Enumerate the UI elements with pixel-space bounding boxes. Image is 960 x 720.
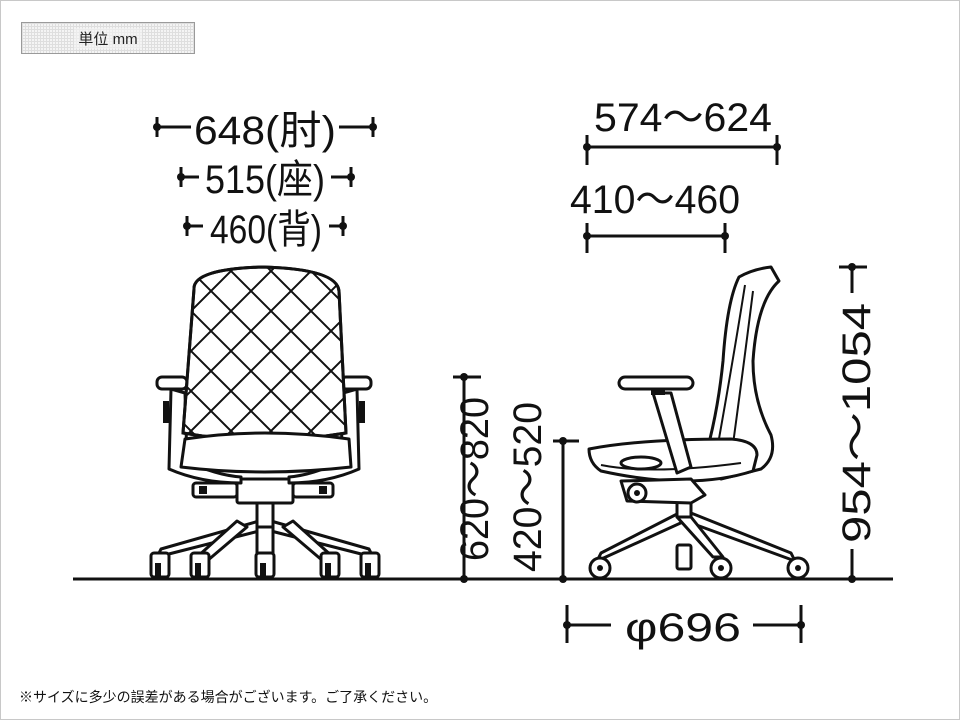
dim-armrest-height: 620〜820 <box>453 373 497 583</box>
dim-overall-height: 954〜1054 <box>835 263 879 583</box>
side-view-chair <box>587 265 810 580</box>
dim-width-armrest: 648(肘) <box>153 109 377 153</box>
label-seat-height: 420〜520 <box>506 402 550 572</box>
dim-depth-seat: 410〜460 <box>570 178 740 253</box>
dim-base-diameter: φ696 <box>563 605 805 650</box>
dim-width-back: 460(背) <box>183 208 347 252</box>
unit-label-box: 単位 mm <box>21 22 195 54</box>
label-width-back: 460(背) <box>210 208 322 252</box>
label-base-diameter: φ696 <box>625 606 741 650</box>
label-depth-overall: 574〜624 <box>594 96 772 140</box>
label-armrest-height: 620〜820 <box>453 397 497 561</box>
dim-depth-overall: 574〜624 <box>583 96 781 165</box>
unit-label: 単位 mm <box>74 27 142 49</box>
label-width-armrest: 648(肘) <box>194 109 336 153</box>
dim-width-seat: 515(座) <box>177 158 355 202</box>
dim-seat-height: 420〜520 <box>506 402 579 583</box>
label-overall-height: 954〜1054 <box>835 303 879 543</box>
label-width-seat: 515(座) <box>205 158 325 202</box>
front-view-chair <box>149 265 381 579</box>
label-depth-seat: 410〜460 <box>570 178 740 222</box>
footnote: ※サイズに多少の誤差がある場合がございます。ご了承ください。 <box>19 689 438 705</box>
